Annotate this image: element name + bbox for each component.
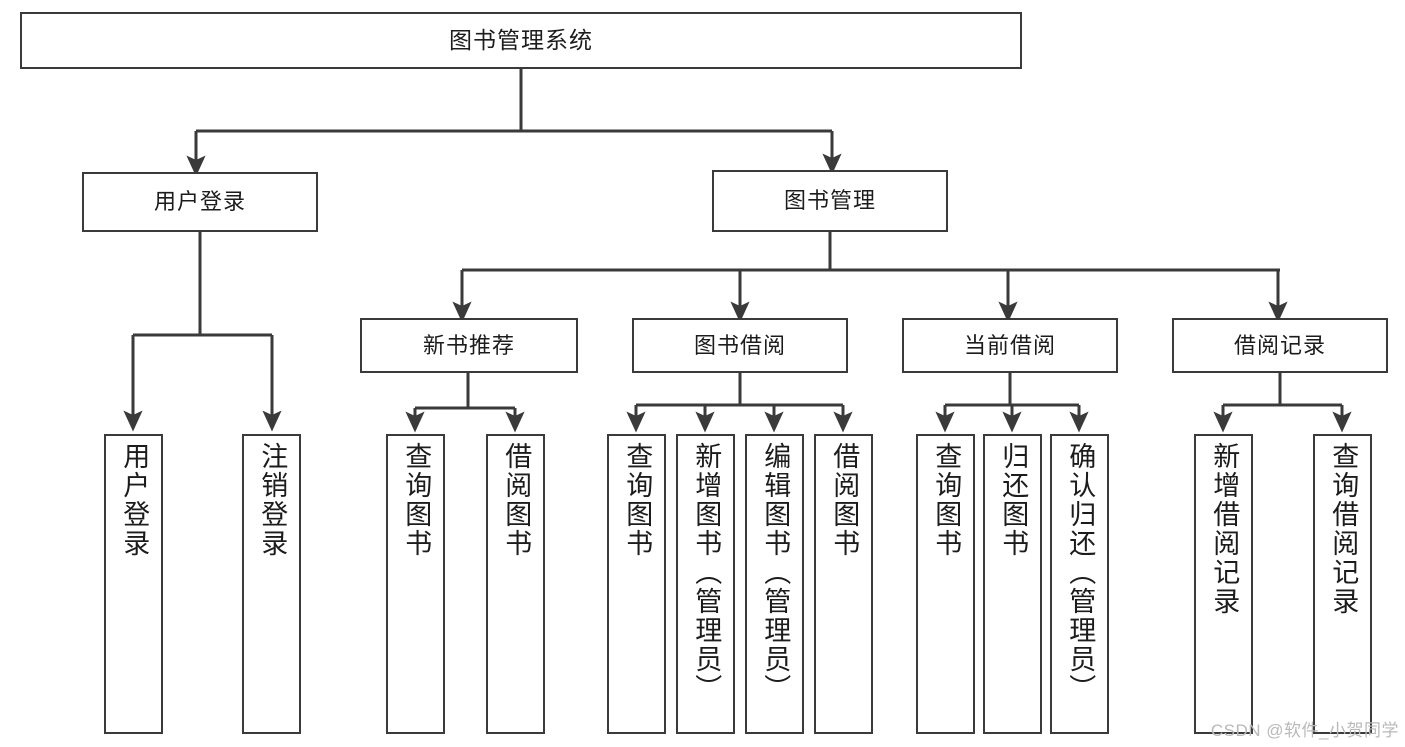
node-label: 当前借阅: [963, 332, 1056, 358]
leaf-borrow-borrow-book[interactable]: 借阅图书: [814, 434, 873, 734]
node-label: 用户登录: [119, 442, 150, 558]
node-current-borrow[interactable]: 当前借阅: [902, 318, 1118, 373]
leaf-borrow-add-book-admin[interactable]: 新增图书（管理员）: [676, 434, 735, 734]
node-root-system[interactable]: 图书管理系统: [20, 12, 1022, 69]
node-book-borrow[interactable]: 图书借阅: [632, 318, 848, 373]
leaf-borrow-query-book[interactable]: 查询图书: [607, 434, 666, 734]
node-book-management[interactable]: 图书管理: [712, 170, 948, 232]
node-user-login[interactable]: 用户登录: [82, 172, 318, 232]
node-label: 新增借阅记录: [1209, 442, 1240, 616]
node-label: 借阅图书: [501, 442, 532, 558]
node-label: 查询图书: [401, 442, 432, 558]
leaf-record-add-borrow-record[interactable]: 新增借阅记录: [1194, 434, 1253, 734]
leaf-user-login[interactable]: 用户登录: [104, 434, 163, 734]
node-new-book-recommend[interactable]: 新书推荐: [360, 318, 578, 373]
node-label: 归还图书: [998, 442, 1029, 558]
leaf-recommend-query-book[interactable]: 查询图书: [386, 434, 445, 734]
node-label: 借阅记录: [1233, 332, 1326, 358]
node-label: 用户登录: [153, 189, 246, 215]
node-label: 新书推荐: [422, 332, 515, 358]
node-label: 图书管理系统: [449, 26, 593, 53]
node-label: 新增图书（管理员）: [691, 442, 722, 703]
node-label: 编辑图书（管理员）: [760, 442, 791, 703]
node-label: 确认归还（管理员）: [1065, 442, 1096, 703]
node-label: 注销登录: [257, 442, 288, 558]
node-label: 借阅图书: [829, 442, 860, 558]
node-borrow-record[interactable]: 借阅记录: [1172, 318, 1388, 373]
leaf-current-query-book[interactable]: 查询图书: [916, 434, 975, 734]
leaf-user-logout[interactable]: 注销登录: [242, 434, 301, 734]
node-label: 图书借阅: [693, 332, 786, 358]
leaf-recommend-borrow-book[interactable]: 借阅图书: [486, 434, 545, 734]
leaf-record-query-borrow-record[interactable]: 查询借阅记录: [1313, 434, 1372, 734]
leaf-borrow-edit-book-admin[interactable]: 编辑图书（管理员）: [745, 434, 804, 734]
node-label: 查询图书: [931, 442, 962, 558]
leaf-current-confirm-return-admin[interactable]: 确认归还（管理员）: [1050, 434, 1109, 734]
node-label: 查询图书: [622, 442, 653, 558]
node-label: 查询借阅记录: [1328, 442, 1359, 616]
node-label: 图书管理: [783, 188, 876, 214]
leaf-current-return-book[interactable]: 归还图书: [983, 434, 1042, 734]
